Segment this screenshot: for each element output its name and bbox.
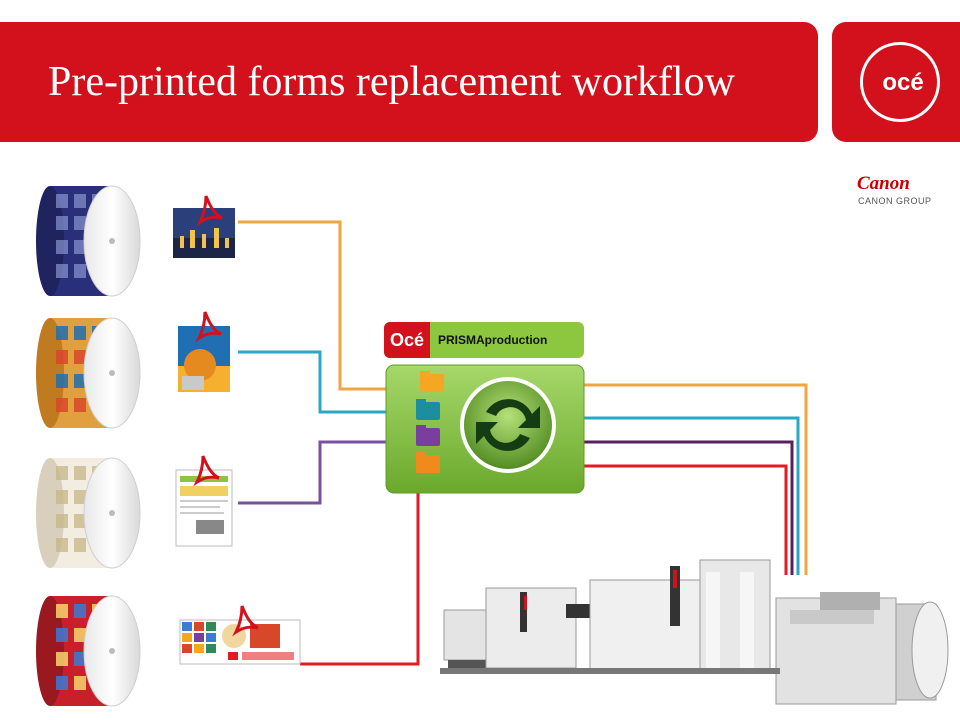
- production-printer: [440, 559, 949, 705]
- folder-icon-teal: [416, 399, 440, 420]
- pdf-icon: [232, 605, 259, 637]
- document-form: [175, 455, 233, 547]
- refresh-icon: [486, 399, 540, 428]
- refresh-icon-lower: [476, 422, 530, 451]
- folder-icon-orange-2: [416, 452, 440, 473]
- document-city-skyline: [173, 195, 235, 258]
- document-brochure: [178, 311, 230, 392]
- oce-logo: océ: [832, 22, 960, 142]
- pdf-icon: [196, 195, 223, 227]
- prisma-product-name: PRISMAproduction: [438, 333, 548, 347]
- line-purple-in: [238, 440, 422, 505]
- document-flyer: [179, 605, 301, 665]
- line-teal-in: [238, 350, 422, 414]
- paper-roll-blue: [36, 185, 141, 297]
- line-orange-in: [238, 220, 422, 391]
- folder-icon-purple: [416, 425, 440, 446]
- pdf-icon: [193, 455, 220, 487]
- prisma-production-header: Océ PRISMAproduction: [384, 322, 584, 358]
- canon-group-label: CANON GROUP: [858, 196, 932, 206]
- canon-wordmark: Canon: [857, 173, 910, 194]
- paper-roll-red: [36, 595, 141, 707]
- pdf-icon: [195, 311, 222, 343]
- paper-roll-pale: [36, 457, 141, 569]
- prisma-brand: Océ: [384, 322, 430, 358]
- oce-logo-circle: océ: [860, 42, 940, 122]
- title-banner: Pre-printed forms replacement workflow: [0, 22, 818, 142]
- folder-icon-orange: [420, 371, 444, 392]
- oce-logo-text: océ: [882, 69, 924, 96]
- paper-roll-colorful: [36, 317, 141, 429]
- process-circle: [460, 377, 556, 473]
- page-title: Pre-printed forms replacement workflow: [48, 59, 735, 105]
